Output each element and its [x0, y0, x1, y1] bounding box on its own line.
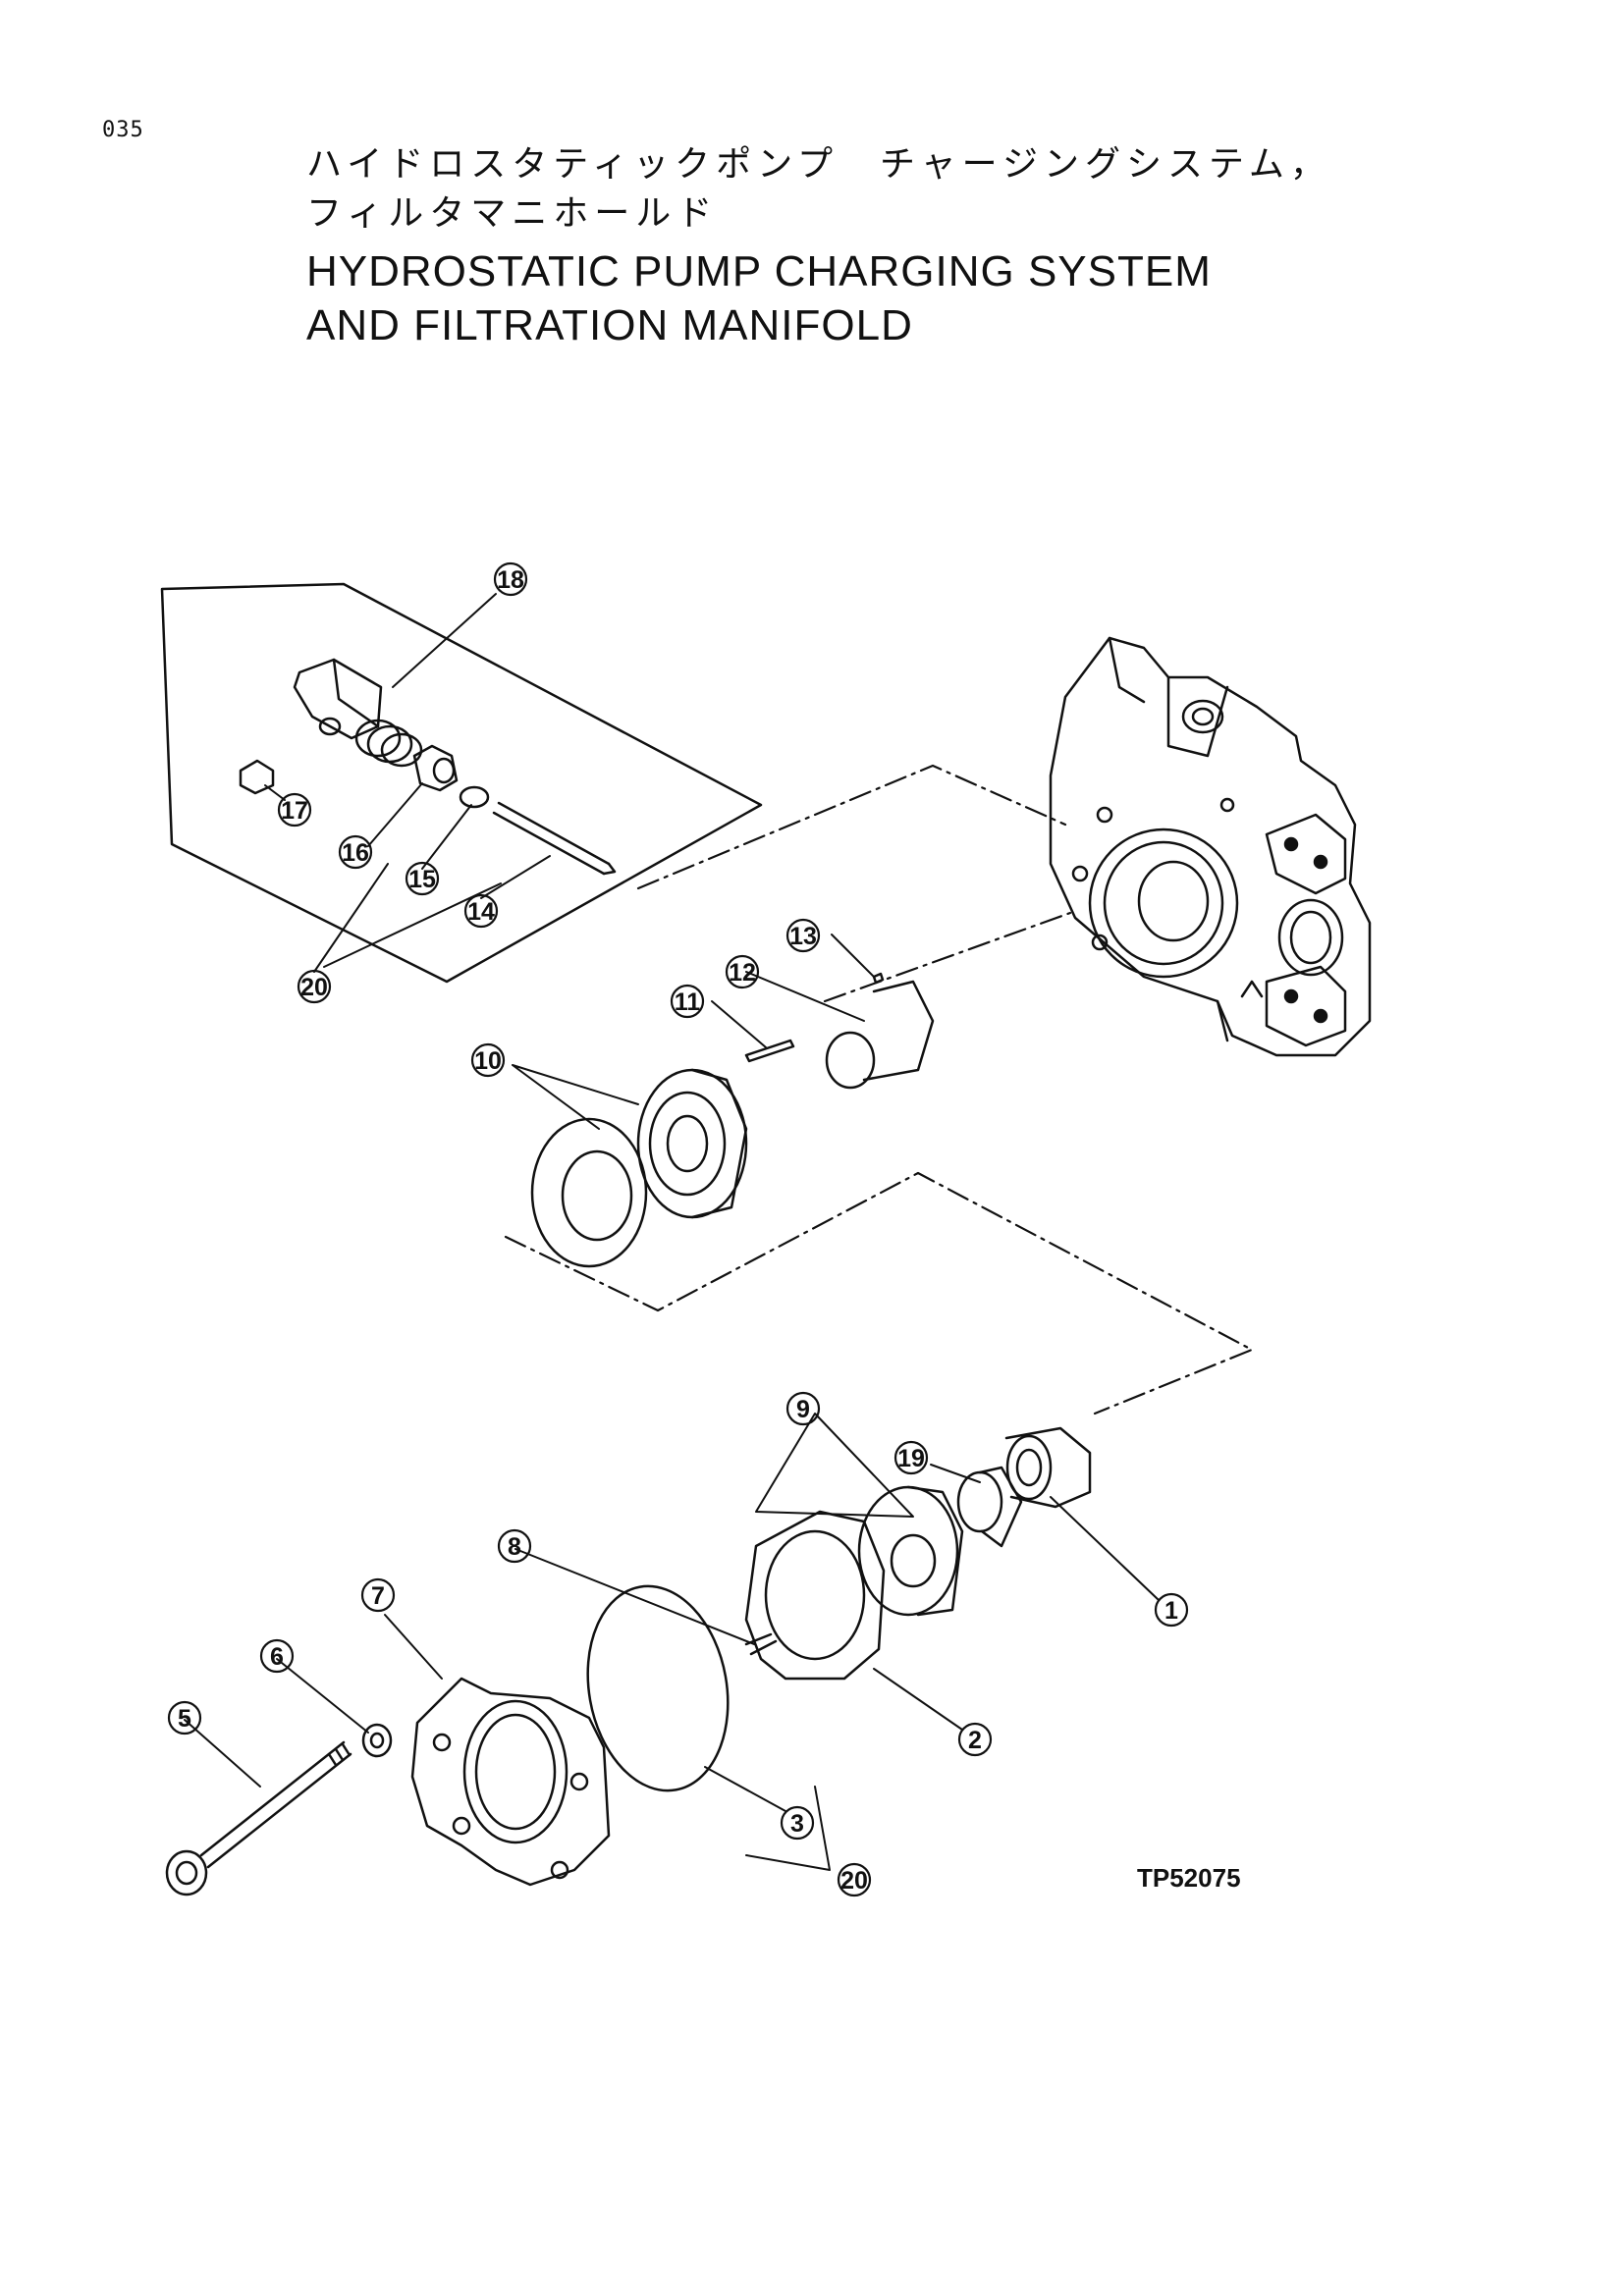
part-2-plate	[744, 1510, 886, 1681]
callout-8: 8	[508, 1533, 521, 1561]
part-11-key	[744, 1039, 795, 1063]
part-8-screw	[744, 1632, 778, 1656]
part-16-nut	[412, 744, 459, 792]
callout-16: 16	[342, 839, 369, 867]
title-japanese-line2: フィルタマニホールド	[306, 193, 719, 234]
title-japanese-line1: ハイドロスタティックポンプ チャージングシステム，	[306, 144, 1331, 185]
part-6-washer	[361, 1723, 393, 1758]
part-12-bushing	[825, 980, 935, 1090]
part-1-bearing	[1004, 1426, 1092, 1509]
callout-13: 13	[789, 923, 817, 950]
callout-12: 12	[729, 959, 756, 987]
part-15-o-ring	[459, 785, 490, 809]
leader-lines	[184, 593, 1160, 1871]
callout-11: 11	[675, 988, 701, 1016]
drawing-code: TP52075	[1137, 1863, 1241, 1893]
callout-7: 7	[371, 1582, 385, 1610]
title-english-line1: HYDROSTATIC PUMP CHARGING SYSTEM	[306, 247, 1212, 295]
callout-17: 17	[281, 797, 308, 825]
callout-3: 3	[790, 1810, 804, 1838]
manifold-outline	[160, 582, 763, 984]
dash-dot-leaders	[504, 764, 1254, 1415]
title-english-line2: AND FILTRATION MANIFOLD	[306, 301, 913, 349]
part-9-plate	[857, 1485, 964, 1617]
callout-10: 10	[474, 1047, 502, 1075]
pump-housing	[1049, 636, 1372, 1057]
callout-14: 14	[467, 898, 495, 926]
page-number: 035	[102, 118, 144, 142]
part-5-bolt	[165, 1740, 352, 1896]
part-18-manifold-block	[293, 658, 423, 768]
part-14-rod	[492, 801, 617, 876]
callout-5: 5	[178, 1705, 191, 1733]
part-17-plug	[239, 759, 275, 795]
callout-18: 18	[497, 566, 524, 594]
part-10-gerotor-set	[530, 1068, 748, 1268]
callout-1: 1	[1164, 1597, 1178, 1625]
part-13-pin	[872, 972, 885, 985]
part-7-end-cover	[410, 1677, 611, 1887]
part-19-bushing	[956, 1466, 1023, 1548]
callout-20-top: 20	[300, 974, 328, 1001]
callout-15: 15	[408, 866, 436, 893]
callout-9: 9	[796, 1396, 810, 1423]
callout-2: 2	[968, 1727, 982, 1754]
callout-20-bottom: 20	[840, 1867, 868, 1895]
part-3-o-ring	[586, 1584, 730, 1792]
callout-6: 6	[270, 1643, 284, 1671]
callout-circles	[167, 561, 1189, 1897]
callout-19: 19	[897, 1445, 925, 1472]
